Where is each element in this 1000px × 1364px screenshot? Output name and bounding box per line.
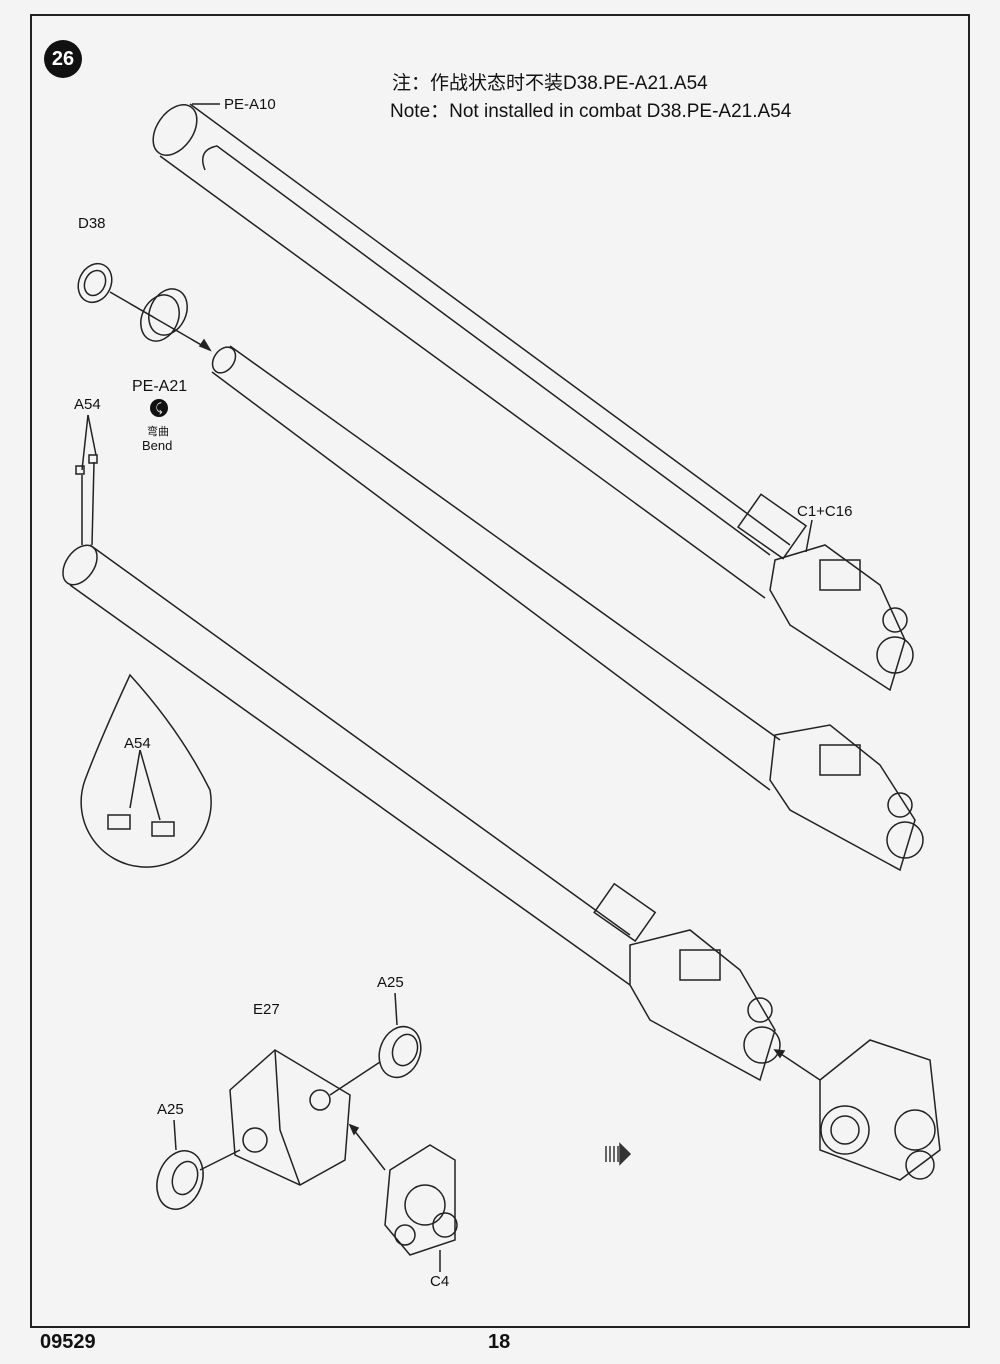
breech-block-assembly xyxy=(819,1039,941,1181)
label-bend-cn: 弯曲 xyxy=(147,426,169,438)
barrel-bottom xyxy=(62,544,781,1082)
a25-left-part xyxy=(156,1150,204,1210)
page-number: 18 xyxy=(488,1331,511,1353)
d38-part xyxy=(77,262,113,304)
label-bend-en: Bend xyxy=(142,438,173,453)
step-number-badge: 26 xyxy=(44,40,82,78)
label-c4: C4 xyxy=(430,1273,450,1290)
page-frame xyxy=(30,14,970,1328)
label-e27: E27 xyxy=(253,1001,280,1018)
product-code: 09529 xyxy=(40,1331,96,1353)
label-pe-a10: PE-A10 xyxy=(224,96,276,113)
barrel-top xyxy=(152,103,914,692)
c4-part xyxy=(384,1144,458,1256)
direction-arrow-icon xyxy=(605,1142,632,1166)
label-a54-detail: A54 xyxy=(124,735,151,752)
barrel-middle xyxy=(211,345,924,872)
a25-top-part xyxy=(378,1025,422,1079)
label-c1-c16: C1+C16 xyxy=(797,503,853,520)
breech-top xyxy=(769,544,914,692)
breech-middle xyxy=(769,724,924,872)
label-d38: D38 xyxy=(78,215,106,232)
note-chinese: 注：作战状态时不装D38.PE-A21.A54 xyxy=(392,73,708,94)
label-a25-left: A25 xyxy=(157,1101,184,1118)
detail-bubble xyxy=(80,673,212,868)
note-english: Note：Not installed in combat D38.PE-A21.… xyxy=(390,101,792,122)
label-pe-a21: PE-A21 xyxy=(132,378,188,395)
label-a54-top: A54 xyxy=(74,396,101,413)
label-a25-top: A25 xyxy=(377,974,404,991)
e27-housing xyxy=(229,1049,351,1186)
bend-icon: ⤹ xyxy=(150,399,168,417)
breech-bottom xyxy=(629,929,781,1082)
pe-a21-band xyxy=(140,288,188,342)
